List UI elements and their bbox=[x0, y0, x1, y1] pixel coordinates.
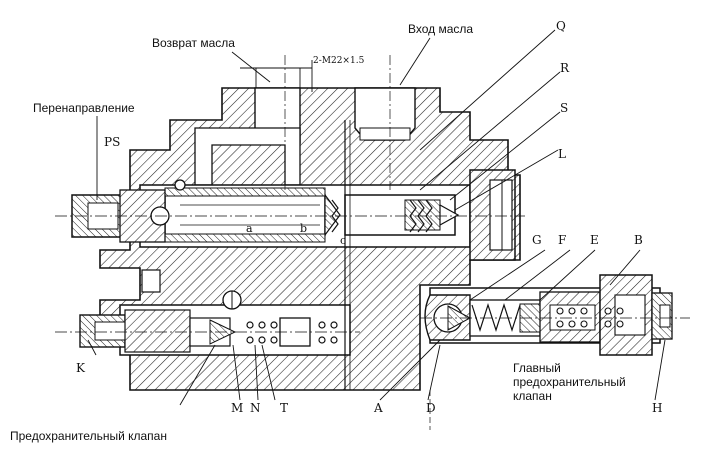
letter-s: S bbox=[560, 101, 568, 115]
letter-g: G bbox=[532, 233, 542, 247]
letter-q: Q bbox=[556, 19, 566, 33]
label-main-relief-line1: Главный bbox=[513, 361, 561, 375]
label-return-oil: Возврат масла bbox=[152, 36, 235, 50]
letter-r: R bbox=[560, 61, 570, 75]
letter-t: T bbox=[280, 401, 288, 415]
letter-c: c bbox=[340, 234, 346, 247]
label-oil-inlet: Вход масла bbox=[408, 22, 473, 36]
letter-a-lower: a bbox=[246, 222, 253, 235]
lower-spring bbox=[246, 321, 338, 344]
letter-e: E bbox=[590, 233, 599, 247]
main-relief-valve bbox=[424, 274, 673, 356]
main-relief-spring bbox=[556, 307, 624, 328]
label-relief-valve: Предохранительный клапан bbox=[10, 429, 167, 443]
letter-f: F bbox=[558, 233, 566, 247]
label-ps: PS bbox=[104, 135, 120, 149]
letter-b-lower: b bbox=[300, 222, 307, 235]
thread-spec: 2-M22×1.5 bbox=[313, 56, 365, 66]
letter-b: B bbox=[634, 233, 643, 247]
letter-n: N bbox=[250, 401, 261, 415]
upper-spool bbox=[164, 187, 460, 243]
label-redirection: Перенаправление bbox=[33, 101, 135, 115]
labels: Возврат масла Вход масла Перенаправление… bbox=[10, 19, 662, 443]
label-main-relief-line3: клапан bbox=[513, 389, 552, 403]
right-end-cap bbox=[469, 169, 516, 261]
letter-d: D bbox=[426, 401, 436, 415]
letter-k: K bbox=[76, 361, 86, 375]
thread-dimension: 2-M22×1.5 bbox=[240, 56, 365, 92]
letter-l: L bbox=[558, 147, 566, 161]
letter-m: M bbox=[231, 401, 243, 415]
letter-h: H bbox=[652, 401, 662, 415]
letter-a-upper: A bbox=[373, 401, 383, 415]
label-main-relief-line2: предохранительный bbox=[513, 375, 626, 389]
leader-lines bbox=[87, 29, 666, 406]
